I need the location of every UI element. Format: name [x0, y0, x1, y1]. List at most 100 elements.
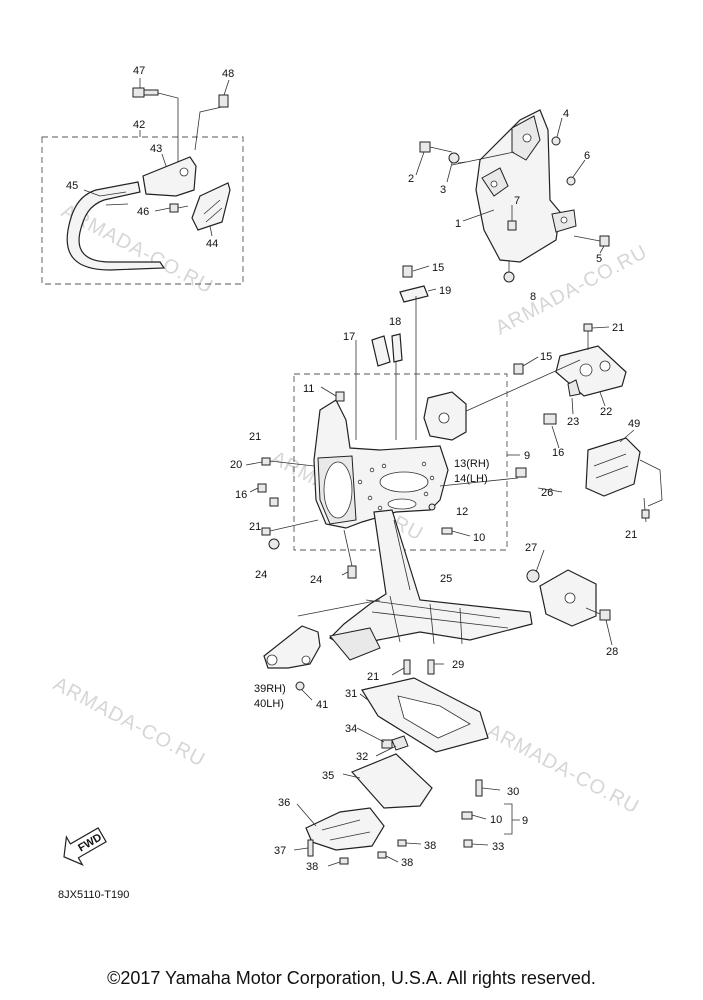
callout-38b: 38 — [401, 857, 413, 869]
plate-44 — [191, 182, 231, 231]
callout-13: 13(RH) — [454, 458, 489, 470]
callout-3: 3 — [440, 184, 446, 196]
callout-5: 5 — [596, 253, 602, 265]
bolt-5 — [573, 235, 610, 247]
plate-35 — [350, 753, 433, 809]
main-frame-25 — [297, 509, 611, 675]
bolt-12 — [428, 503, 436, 511]
nut-27 — [526, 569, 540, 583]
nut-24 — [268, 538, 280, 550]
callout-44: 44 — [206, 238, 218, 250]
bolt-47 — [132, 87, 159, 98]
callout-47: 47 — [133, 65, 145, 77]
callout-22: 22 — [600, 406, 612, 418]
grab-bar-45 — [66, 181, 166, 271]
callout-4: 4 — [563, 108, 569, 120]
callout-6: 6 — [584, 150, 590, 162]
callout-43: 43 — [150, 143, 162, 155]
skid-plates — [305, 677, 520, 865]
nut-3 — [448, 152, 460, 164]
callout-12: 12 — [456, 506, 468, 518]
bolt-29 — [427, 659, 435, 675]
callout-27: 27 — [525, 542, 537, 554]
headlight-bracket-assembly — [419, 109, 610, 283]
callout-38c: 38 — [306, 861, 318, 873]
nut-4 — [551, 136, 561, 146]
callout-24b: 24 — [310, 574, 322, 586]
callout-45: 45 — [66, 180, 78, 192]
callout-41: 41 — [316, 699, 328, 711]
callout-36: 36 — [278, 797, 290, 809]
callout-14: 14(LH) — [454, 473, 488, 485]
callout-34: 34 — [345, 723, 357, 735]
bolt-24 — [347, 565, 357, 579]
fwd-arrow-icon: FWD — [63, 827, 107, 866]
bolt-11 — [335, 391, 345, 402]
bolt-38-c — [339, 857, 349, 865]
bolt-30 — [475, 779, 483, 797]
callout-21c: 21 — [249, 521, 261, 533]
callout-17: 17 — [343, 331, 355, 343]
bolt-21-bottom — [403, 659, 411, 675]
cushion-16-left — [257, 483, 267, 493]
callout-1: 1 — [455, 218, 461, 230]
piece-23 — [567, 379, 581, 397]
callout-49: 49 — [628, 418, 640, 430]
nut-6 — [566, 176, 576, 186]
upper-frame-parts — [355, 265, 627, 440]
callout-37: 37 — [274, 845, 286, 857]
callout-20: 20 — [230, 459, 242, 471]
callout-33: 33 — [492, 841, 504, 853]
callout-7: 7 — [514, 195, 520, 207]
cushion-16 — [543, 413, 557, 425]
copyright-notice: ©2017 Yamaha Motor Corporation, U.S.A. A… — [107, 968, 596, 988]
callout-39: 39RH) — [254, 683, 286, 695]
bolt-33 — [463, 839, 473, 848]
cushion-16-left-b — [269, 497, 279, 507]
callout-32: 32 — [356, 751, 368, 763]
clip-26 — [515, 467, 527, 478]
callout-23: 23 — [567, 416, 579, 428]
stay-18 — [391, 333, 403, 363]
bolt-28 — [585, 607, 611, 621]
diagram-code: 8JX5110-T190 — [58, 889, 129, 901]
callout-26: 26 — [541, 487, 553, 499]
callout-15: 15 — [432, 262, 444, 274]
callout-8: 8 — [530, 291, 536, 303]
callout-18: 18 — [389, 316, 401, 328]
callout-29: 29 — [452, 659, 464, 671]
bolt-7 — [507, 205, 517, 231]
bolt-21-left — [261, 519, 319, 536]
callout-21b: 21 — [249, 431, 261, 443]
callout-10b: 10 — [490, 814, 502, 826]
callout-42: 42 — [133, 119, 145, 131]
callout-35: 35 — [322, 770, 334, 782]
assembly-42-box — [41, 136, 244, 285]
callout-30: 30 — [507, 786, 519, 798]
bolt-15 — [402, 265, 413, 278]
bracket-39-40 — [263, 625, 321, 691]
watermark: ARMADA-CO.RU — [50, 673, 209, 772]
frame-holes — [357, 461, 435, 511]
front-frame-assembly — [257, 373, 527, 579]
bracket-43 — [142, 156, 197, 197]
bolt-38 — [397, 839, 407, 847]
callout-25: 25 — [440, 573, 452, 585]
bolt-21-right — [641, 509, 650, 519]
bolt-21 — [583, 323, 593, 350]
callout-28: 28 — [606, 646, 618, 658]
callout-16: 16 — [552, 447, 564, 459]
nut-34 — [381, 739, 393, 749]
callout-15b: 15 — [540, 351, 552, 363]
callout-21d: 21 — [625, 529, 637, 541]
callout-21e: 21 — [367, 671, 379, 683]
cover-49 — [585, 437, 663, 523]
nut-8 — [503, 271, 515, 283]
callout-19: 19 — [439, 285, 451, 297]
bolt-15-right — [513, 363, 524, 375]
callout-2: 2 — [408, 173, 414, 185]
callout-21: 21 — [612, 322, 624, 334]
callout-16b: 16 — [235, 489, 247, 501]
clip-48 — [218, 94, 229, 108]
